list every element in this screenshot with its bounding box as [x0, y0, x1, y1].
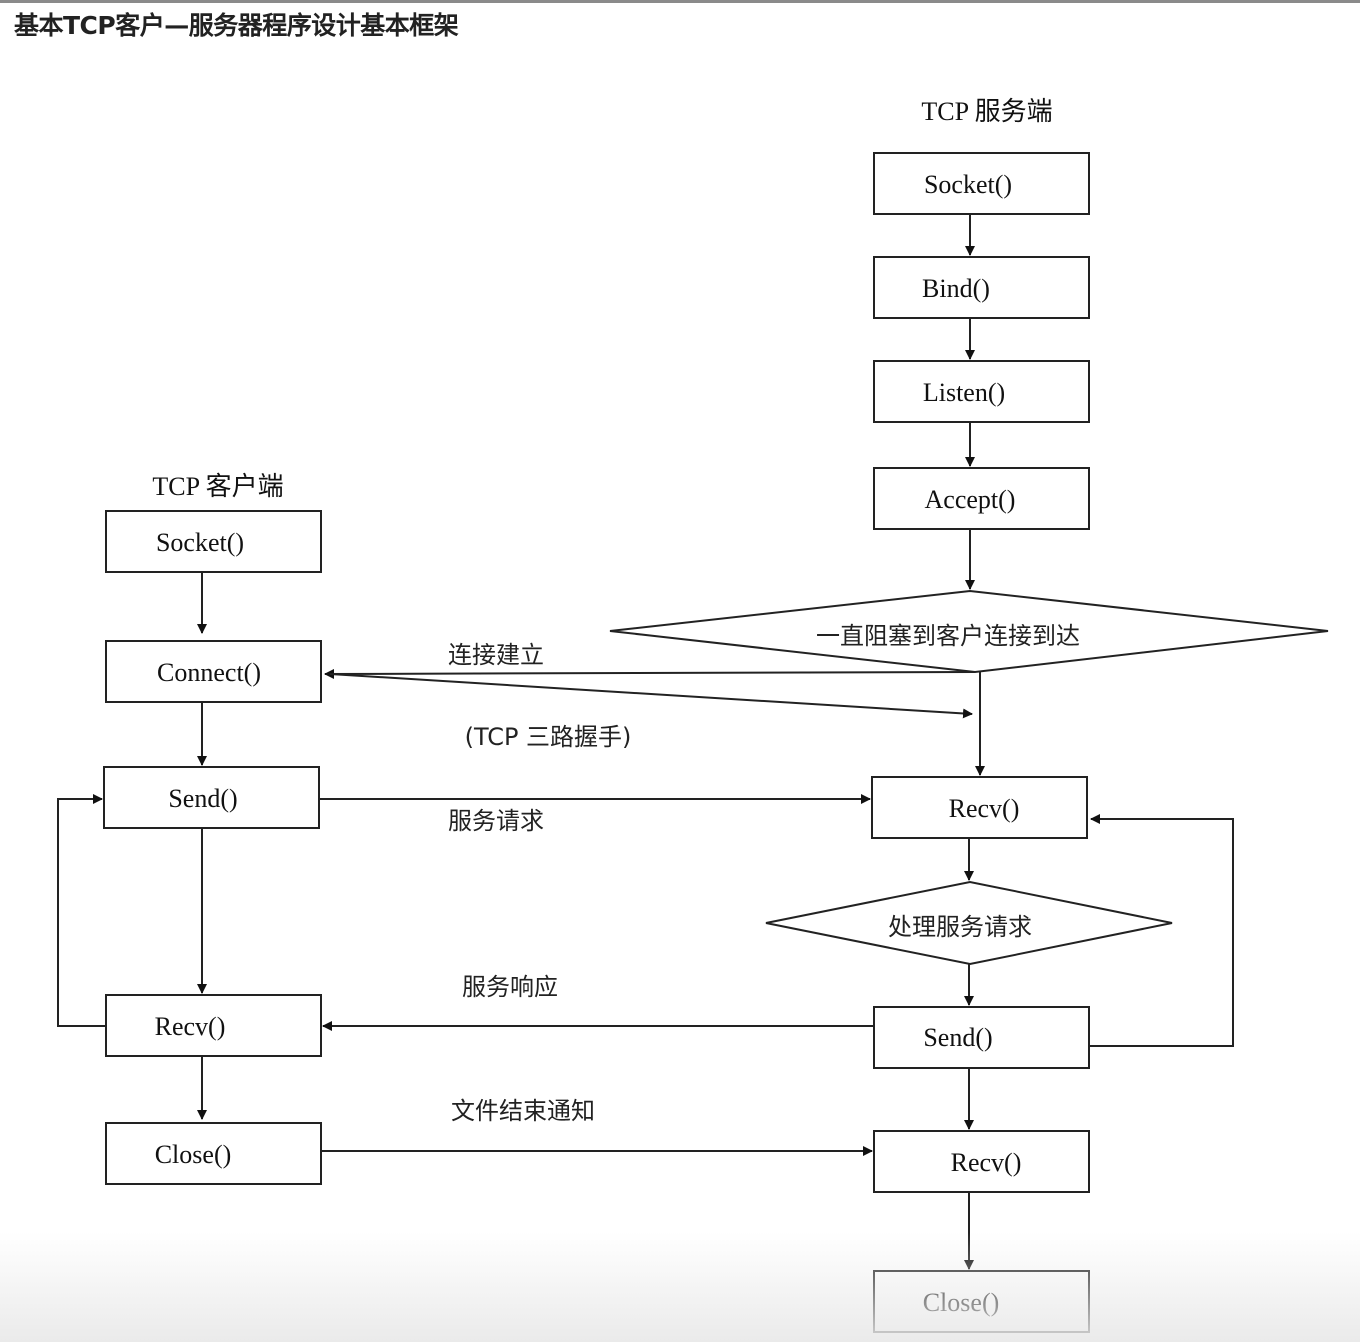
client-connect-node: Connect() — [105, 640, 322, 703]
connect-label: 连接建立 — [448, 641, 544, 669]
request-label: 服务请求 — [448, 807, 544, 835]
arrow-server-loop — [1089, 814, 1234, 1047]
client-recv-node: Recv() — [105, 994, 322, 1057]
client-send-node: Send() — [103, 766, 320, 829]
client-close-label: Close() — [155, 1140, 232, 1169]
client-heading: TCP 客户端 — [152, 472, 283, 501]
server-bind-label: Bind() — [922, 274, 990, 303]
handshake-label: (TCP 三路握手) — [465, 723, 632, 751]
arrow-handshake-to-client — [324, 668, 976, 679]
server-process-decision: 处理服务请求 — [765, 880, 1173, 966]
server-recv-label: Recv() — [949, 794, 1020, 823]
arrow-handshake-to-server — [329, 673, 973, 719]
server-listen-label: Listen() — [923, 378, 1005, 407]
server-send-label: Send() — [923, 1023, 992, 1052]
client-socket-label: Socket() — [156, 528, 244, 557]
server-recv-node: Recv() — [871, 776, 1088, 839]
server-send-node: Send() — [873, 1006, 1090, 1069]
server-process-label: 处理服务请求 — [888, 913, 1032, 941]
server-accept-node: Accept() — [873, 467, 1090, 530]
server-close-label: Close() — [923, 1288, 1000, 1317]
client-send-label: Send() — [168, 784, 237, 813]
server-block-decision: 一直阻塞到客户连接到达 — [609, 589, 1329, 674]
server-recv2-label: Recv() — [951, 1148, 1022, 1177]
client-connect-label: Connect() — [157, 658, 261, 687]
response-label: 服务响应 — [462, 973, 558, 1001]
server-heading: TCP 服务端 — [921, 97, 1052, 126]
server-close-node: Close() — [873, 1270, 1090, 1333]
server-socket-node: Socket() — [873, 152, 1090, 215]
server-bind-node: Bind() — [873, 256, 1090, 319]
server-block-label: 一直阻塞到客户连接到达 — [816, 622, 1080, 650]
eof-label: 文件结束通知 — [451, 1097, 595, 1125]
top-border — [0, 0, 1360, 3]
server-recv2-node: Recv() — [873, 1130, 1090, 1193]
client-recv-label: Recv() — [155, 1012, 226, 1041]
arrow-client-loop — [57, 794, 106, 1027]
client-close-node: Close() — [105, 1122, 322, 1185]
server-listen-node: Listen() — [873, 360, 1090, 423]
page-title: 基本TCP客户—服务器程序设计基本框架 — [14, 11, 459, 40]
server-socket-label: Socket() — [924, 170, 1012, 199]
client-socket-node: Socket() — [105, 510, 322, 573]
server-accept-label: Accept() — [925, 485, 1016, 514]
